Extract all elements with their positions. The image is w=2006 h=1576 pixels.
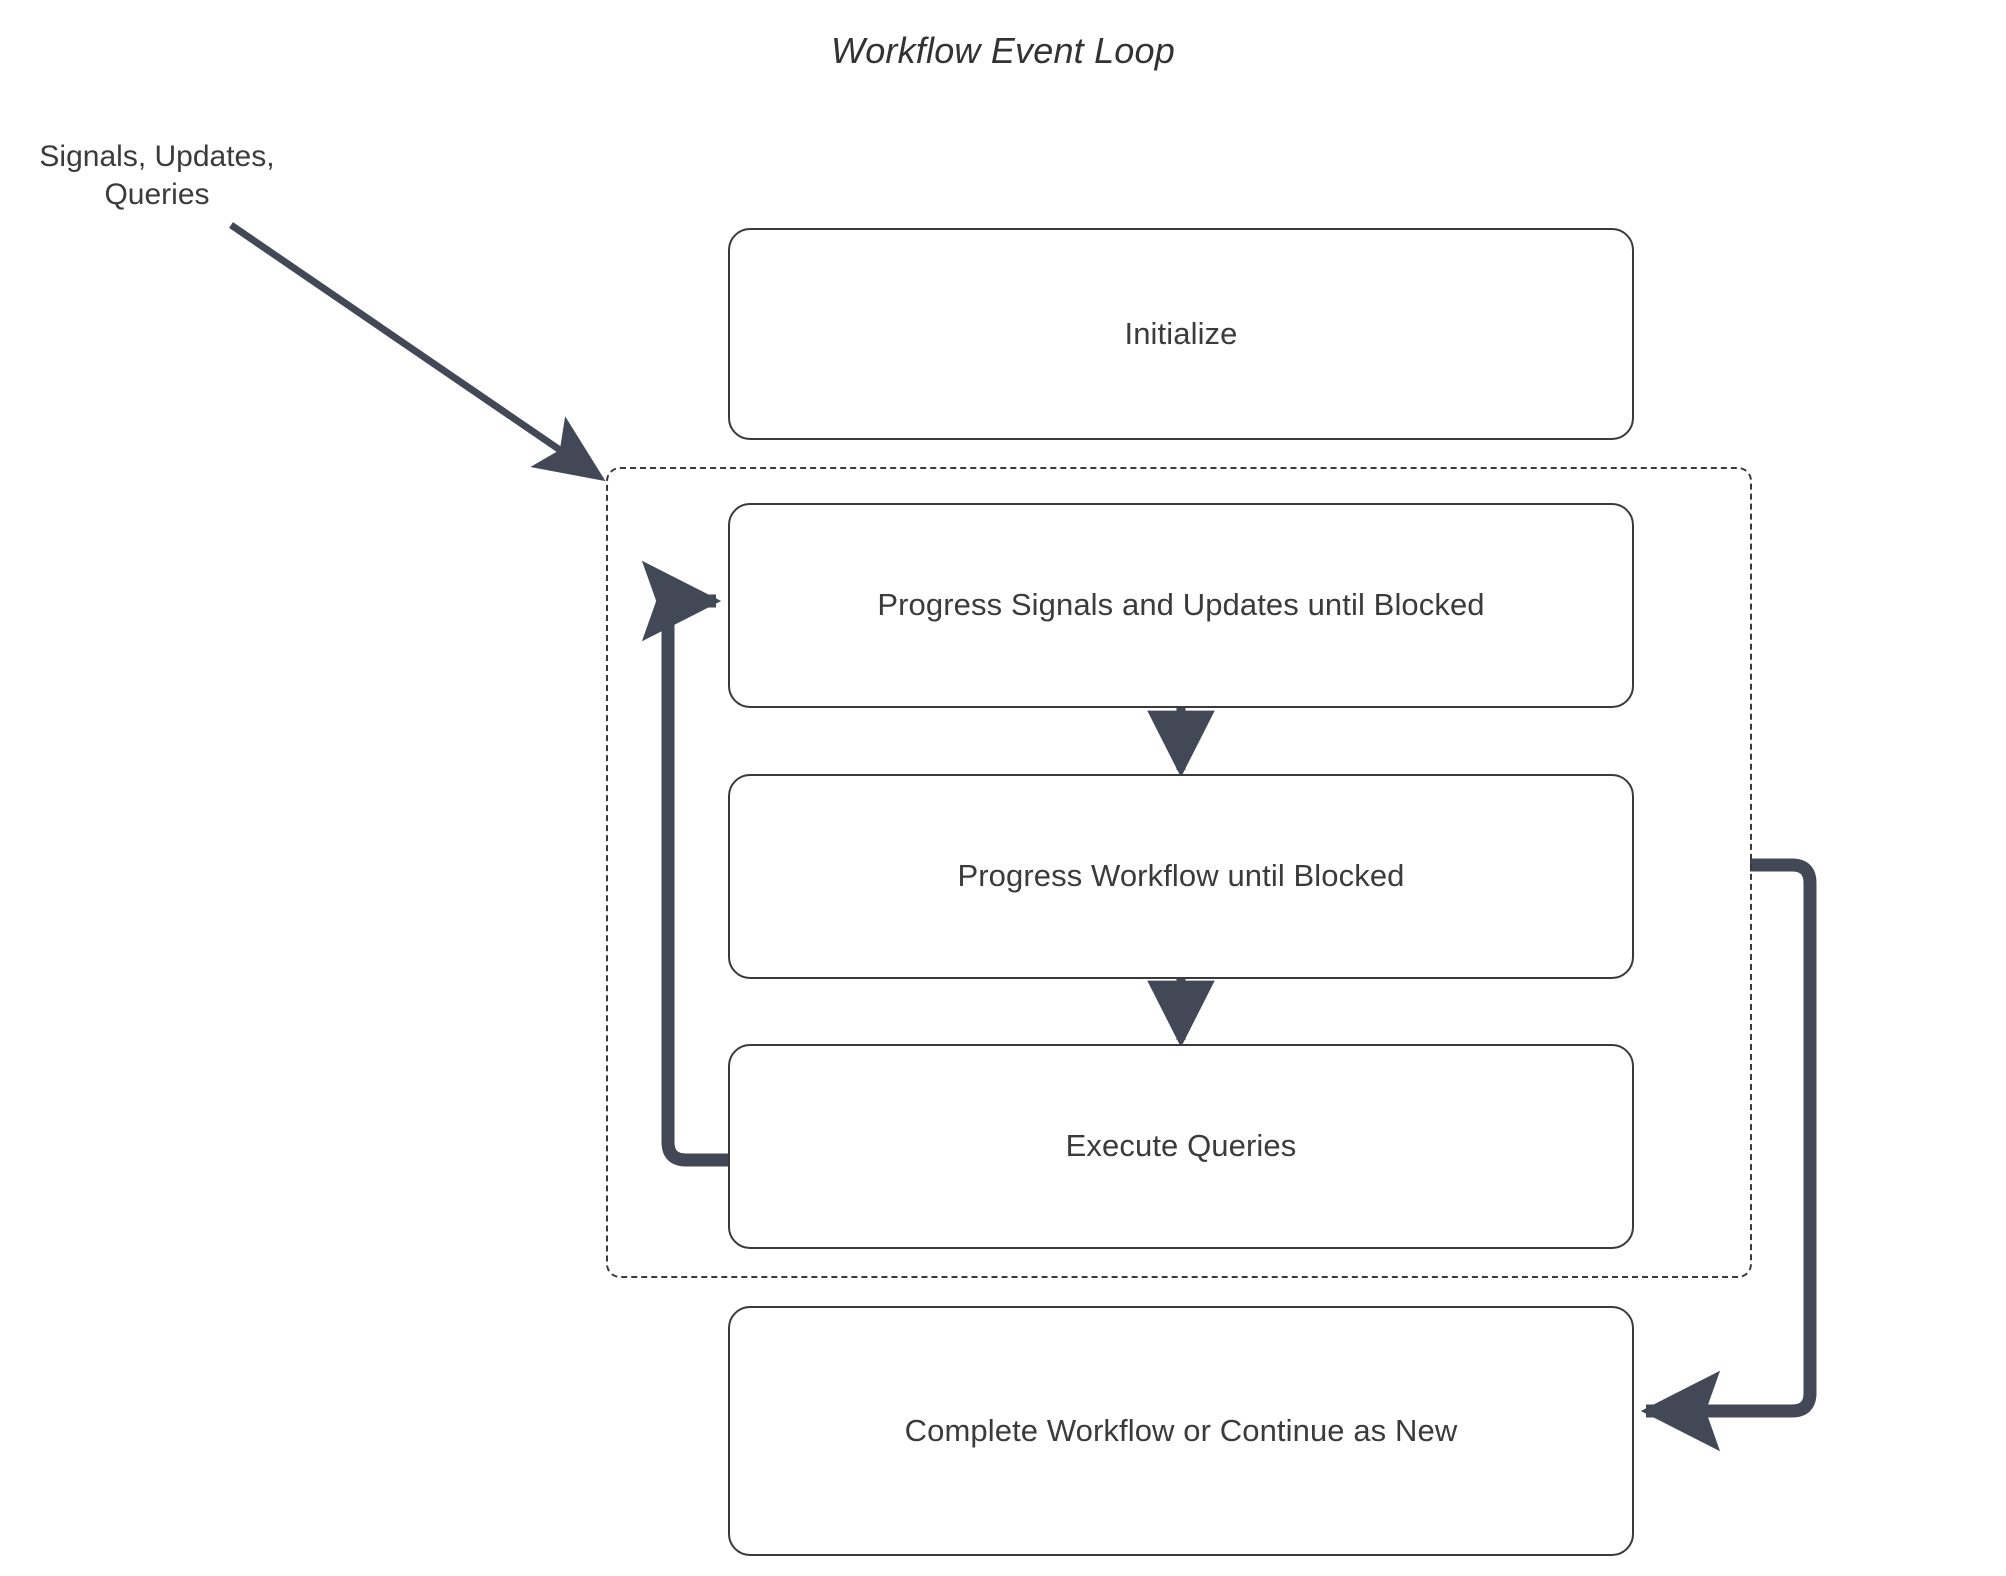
node-execute-queries[interactable]: Execute Queries xyxy=(728,1044,1634,1249)
external-input-label-line1: Signals, Updates, xyxy=(39,140,275,173)
node-complete-workflow-label: Complete Workflow or Continue as New xyxy=(904,1412,1458,1448)
node-progress-workflow-label: Progress Workflow until Blocked xyxy=(957,858,1405,894)
external-input-label-line2: Queries xyxy=(104,178,210,212)
node-progress-signals[interactable]: Progress Signals and Updates until Block… xyxy=(728,503,1634,708)
node-progress-workflow[interactable]: Progress Workflow until Blocked xyxy=(728,774,1634,979)
edge-queries-loop-back xyxy=(641,560,729,1167)
page-title: Workflow Event Loop xyxy=(831,30,1175,71)
node-initialize[interactable]: Initialize xyxy=(728,228,1634,440)
node-progress-signals-label: Progress Signals and Updates until Block… xyxy=(877,587,1485,623)
external-input-label: Signals, Updates, Queries xyxy=(12,138,302,215)
edge-external-to-loop xyxy=(229,222,606,482)
node-initialize-label: Initialize xyxy=(1124,315,1238,351)
edge-loop-to-complete xyxy=(1640,858,1817,1452)
loop-container xyxy=(606,467,1752,1278)
node-execute-queries-label: Execute Queries xyxy=(1065,1128,1297,1164)
node-complete-workflow[interactable]: Complete Workflow or Continue as New xyxy=(728,1306,1634,1556)
